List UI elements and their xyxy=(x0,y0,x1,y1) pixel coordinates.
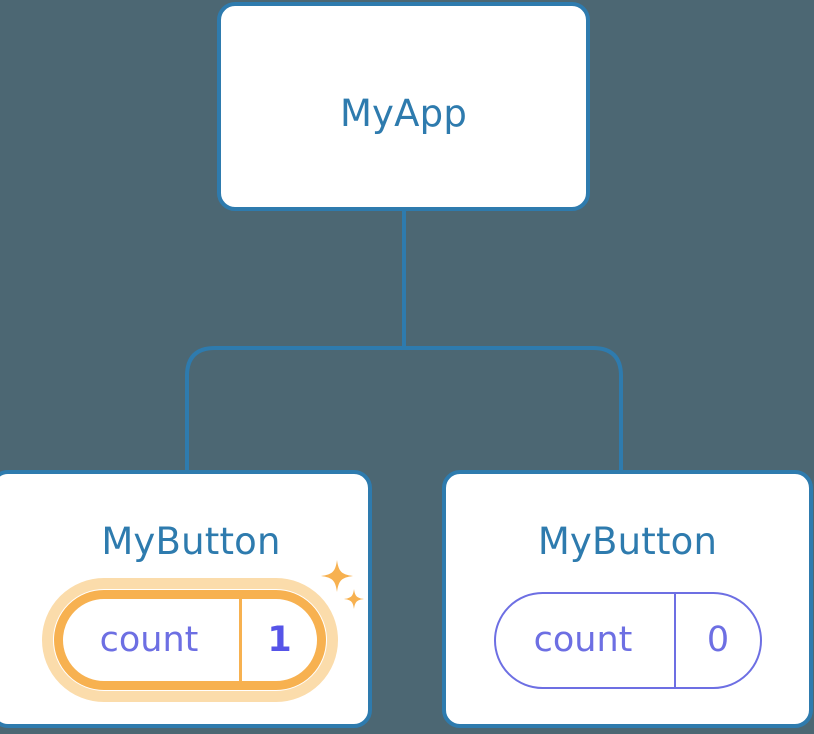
node-myapp-title: MyApp xyxy=(339,92,468,135)
state-badge-value: 1 xyxy=(239,599,317,681)
node-mybutton-left-title: MyButton xyxy=(101,520,281,563)
connector-branch-bar xyxy=(185,346,623,472)
state-badge-key: count xyxy=(533,620,633,660)
node-myapp[interactable]: MyApp xyxy=(217,2,590,211)
state-badge-value: 0 xyxy=(674,594,760,687)
state-badge-key: count xyxy=(99,619,199,660)
state-badge-count-active[interactable]: count 1 xyxy=(54,590,326,690)
node-mybutton-right-title: MyButton xyxy=(537,520,718,563)
state-badge-count-idle[interactable]: count 0 xyxy=(494,592,762,689)
state-badge-glow xyxy=(42,578,338,702)
